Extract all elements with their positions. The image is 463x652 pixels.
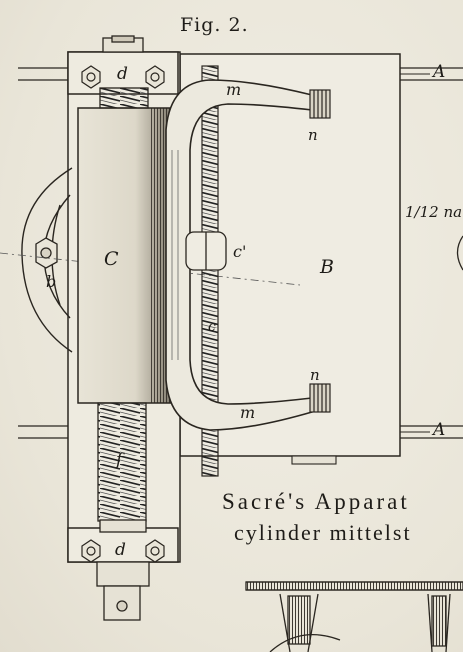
label-c-prime: c' (233, 242, 247, 261)
caption-line-1: Sacré's Apparat (222, 489, 410, 514)
label-C: C (104, 248, 119, 270)
clamp-c-prime (185, 231, 227, 271)
label-A-bottom: A (433, 420, 446, 440)
label-n-top: n (308, 126, 318, 144)
label-n-bottom: n (310, 366, 320, 384)
scale-note: 1/12 na (405, 203, 463, 221)
top-bearing-d (99, 35, 149, 109)
nut-d-bottom-left (81, 539, 101, 563)
plate-foot (291, 455, 337, 465)
label-d-top: d (117, 64, 128, 84)
caption-line-2: cylinder mittelst (234, 520, 412, 545)
label-m-bottom: m (240, 403, 256, 422)
label-b: b (46, 272, 57, 291)
nut-d-bottom-right (145, 539, 165, 563)
figure-title: Fig. 2. (180, 14, 249, 36)
leader-lines (400, 73, 430, 433)
nut-d-top-left (81, 65, 101, 89)
label-d-bottom: d (115, 540, 126, 560)
knob-n-top (309, 89, 331, 119)
adjusting-screw (201, 65, 219, 477)
knob-n-bottom (309, 383, 331, 413)
partial-part-right (456, 235, 463, 271)
label-f: f (116, 450, 123, 470)
bracket-shading (171, 150, 179, 360)
label-c: c (208, 319, 216, 335)
nut-b (35, 237, 58, 269)
lower-partial-drawing (245, 581, 463, 652)
bottom-bearing-d (96, 519, 150, 621)
nut-d-top-right (145, 65, 165, 89)
label-m-top: m (226, 80, 242, 99)
label-B: B (320, 256, 334, 278)
label-A-top: A (433, 62, 446, 82)
